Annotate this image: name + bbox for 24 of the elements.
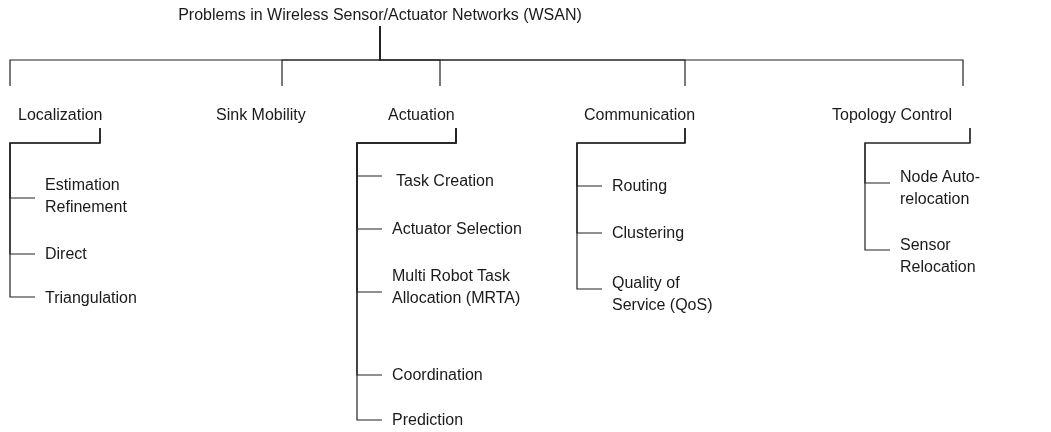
subcategory-label: Actuator Selection xyxy=(382,218,562,240)
connector-line xyxy=(379,25,964,87)
subcategory-label: Sensor Relocation xyxy=(890,234,990,278)
subcategory-label: Clustering xyxy=(602,222,702,244)
subcategory-label: Routing xyxy=(602,175,702,197)
root-label: Problems in Wireless Sensor/Actuator Networks (WSAN) xyxy=(150,4,610,26)
category-label: Sink Mobility xyxy=(212,86,338,128)
subcategory-label: Direct xyxy=(35,243,115,265)
subcategory-label: Coordination xyxy=(382,364,502,386)
subcategory-label: Node Auto-relocation xyxy=(890,166,1022,210)
subcategory-label: Estimation Refinement xyxy=(35,174,175,218)
subcategory-label: Quality of Service (QoS) xyxy=(602,272,720,316)
connector-line xyxy=(356,127,457,421)
connector-line xyxy=(9,127,101,298)
subcategory-label: Prediction xyxy=(382,409,492,431)
connector-line xyxy=(576,127,686,290)
category-label: Topology Control xyxy=(828,86,972,128)
subcategory-label: Multi Robot Task Allocation (MRTA) xyxy=(382,265,524,309)
subcategory-label: Task Creation xyxy=(382,170,522,192)
category-label: Communication xyxy=(580,86,716,128)
subcategory-label: Triangulation xyxy=(35,287,165,309)
connector-line xyxy=(864,127,971,251)
category-label: Localization xyxy=(6,86,158,128)
category-label: Actuation xyxy=(384,86,484,128)
